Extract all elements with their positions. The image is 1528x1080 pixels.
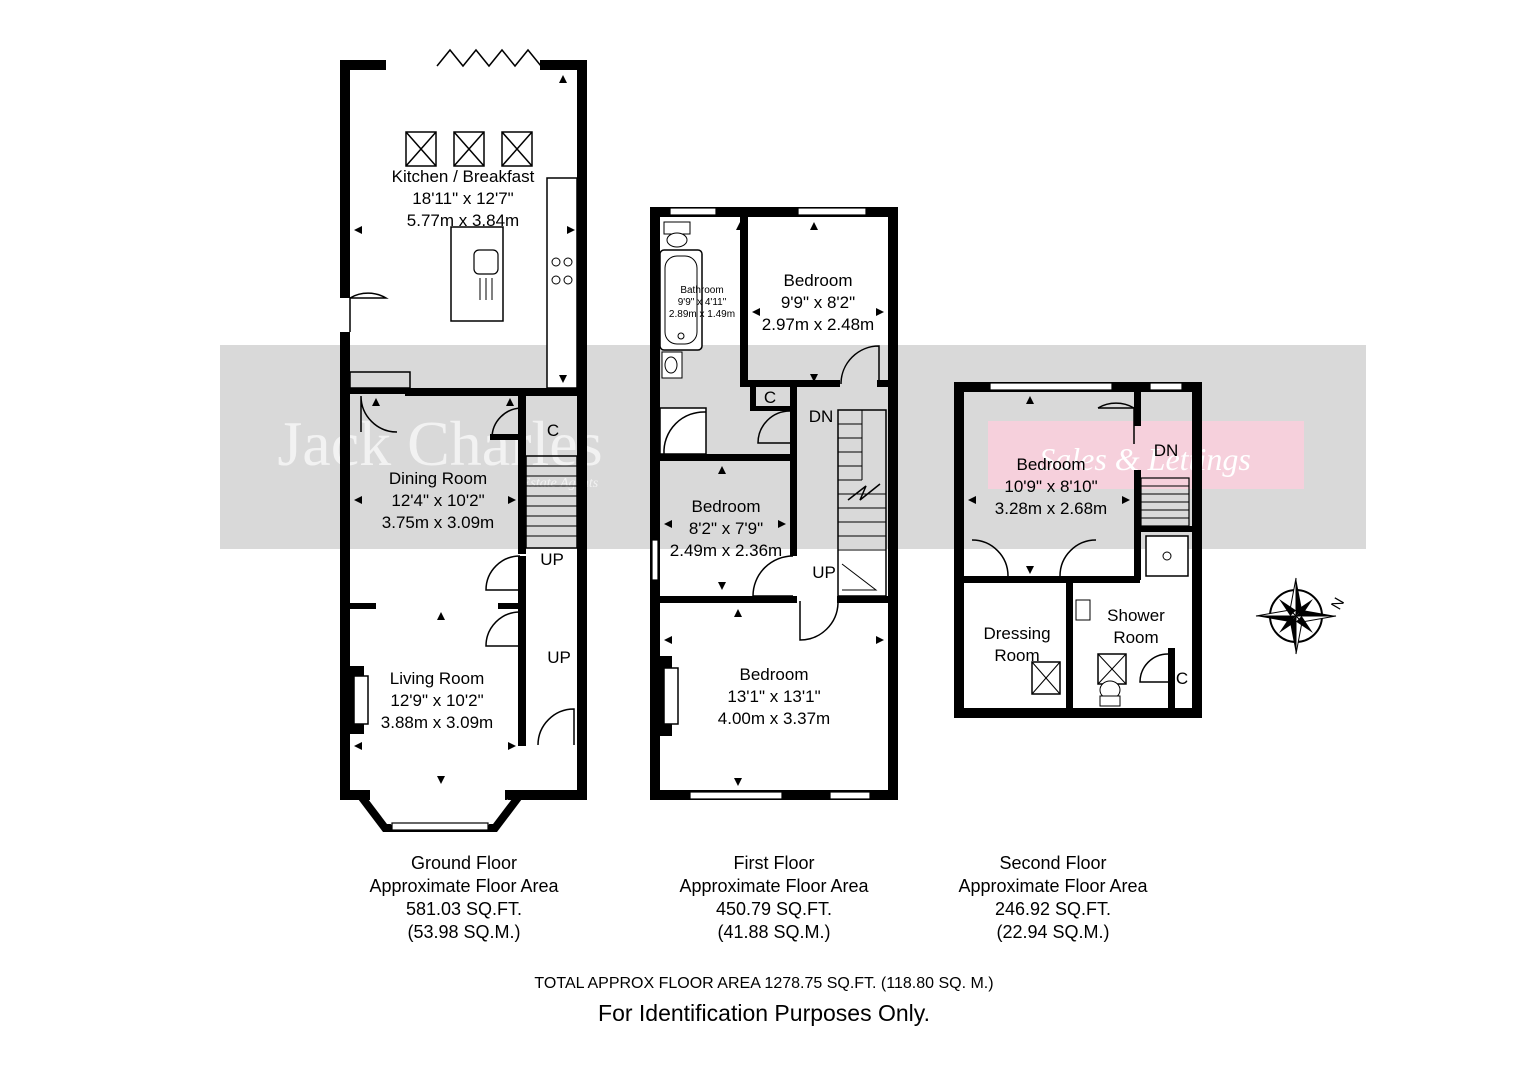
dressing-line2: Room xyxy=(994,646,1039,665)
disclaimer: For Identification Purposes Only. xyxy=(598,1000,930,1026)
compass-icon xyxy=(1255,577,1337,655)
second-stairs-down: DN xyxy=(1154,441,1179,460)
dining-metric: 3.75m x 3.09m xyxy=(382,513,494,532)
floor-area-sqft: 581.03 SQ.FT. xyxy=(405,899,523,919)
shower-line2: Room xyxy=(1113,628,1158,647)
first-floor-area: First Floor Approximate Floor Area 450.7… xyxy=(624,852,924,944)
ground-floor-area: Ground Floor Approximate Floor Area 581.… xyxy=(314,852,614,944)
north-label: N xyxy=(1328,595,1348,613)
bedroom-ff-rear-name: Bedroom xyxy=(784,271,853,290)
floor-name: Ground Floor xyxy=(410,853,518,873)
second-floor-plan xyxy=(954,382,1202,718)
bedroom-sf-metric: 3.28m x 2.68m xyxy=(995,499,1107,518)
floor-name: Second Floor xyxy=(999,853,1107,873)
bathroom-metric: 2.89m x 1.49m xyxy=(669,309,735,320)
bedroom-ff-small-name: Bedroom xyxy=(692,497,761,516)
ground-cupboard-marker: C xyxy=(547,421,559,440)
second-cupboard-marker: C xyxy=(1176,669,1188,688)
kitchen-name: Kitchen / Breakfast xyxy=(392,167,535,186)
floor-area-sqm: (53.98 SQ.M.) xyxy=(407,922,521,942)
floor-name: First Floor xyxy=(733,853,815,873)
watermark-badge-text: Sales & Lettings xyxy=(1039,441,1251,477)
floor-area-label: Approximate Floor Area xyxy=(369,876,559,896)
floor-area-label: Approximate Floor Area xyxy=(679,876,869,896)
dressing-line1: Dressing xyxy=(983,624,1050,643)
kitchen-metric: 5.77m x 3.84m xyxy=(407,211,519,230)
dining-imperial: 12'4" x 10'2" xyxy=(391,491,484,510)
bedroom-ff-small-metric: 2.49m x 2.36m xyxy=(670,541,782,560)
floor-area-sqm: (22.94 SQ.M.) xyxy=(996,922,1110,942)
bathroom-name: Bathroom xyxy=(680,285,723,296)
bedroom-ff-front-metric: 4.00m x 3.37m xyxy=(718,709,830,728)
dining-name: Dining Room xyxy=(389,469,487,488)
kitchen-imperial: 18'11" x 12'7" xyxy=(412,189,513,208)
ground-stairs-up-1: UP xyxy=(540,550,564,569)
floor-area-sqft: 450.79 SQ.FT. xyxy=(715,899,833,919)
bedroom-sf-name: Bedroom xyxy=(1017,455,1086,474)
living-metric: 3.88m x 3.09m xyxy=(381,713,493,732)
first-floor-plan xyxy=(650,207,898,800)
shower-line1: Shower xyxy=(1107,606,1165,625)
ground-floor-plan xyxy=(338,48,587,832)
bedroom-ff-rear-imperial: 9'9" x 8'2" xyxy=(781,293,855,312)
ground-stairs-up-2: UP xyxy=(547,648,571,667)
bedroom-ff-rear-metric: 2.97m x 2.48m xyxy=(762,315,874,334)
watermark-brand: Jack Charles xyxy=(277,408,602,479)
total-floor-area: TOTAL APPROX FLOOR AREA 1278.75 SQ.FT. (… xyxy=(534,975,994,992)
first-cupboard-marker: C xyxy=(764,388,776,407)
living-imperial: 12'9" x 10'2" xyxy=(390,691,483,710)
bedroom-ff-front-imperial: 13'1" x 13'1" xyxy=(727,687,820,706)
bedroom-ff-front-name: Bedroom xyxy=(740,665,809,684)
first-stairs-down: DN xyxy=(809,407,834,426)
second-floor-area: Second Floor Approximate Floor Area 246.… xyxy=(903,852,1203,944)
bathroom-imperial: 9'9" x 4'11" xyxy=(678,297,727,308)
floor-area-sqft: 246.92 SQ.FT. xyxy=(994,899,1112,919)
floor-area-label: Approximate Floor Area xyxy=(958,876,1148,896)
first-stairs-up: UP xyxy=(812,563,836,582)
bedroom-sf-imperial: 10'9" x 8'10" xyxy=(1004,477,1097,496)
floor-area-sqm: (41.88 SQ.M.) xyxy=(717,922,831,942)
bedroom-ff-small-imperial: 8'2" x 7'9" xyxy=(689,519,763,538)
watermark-tagline: Estate Agents xyxy=(521,476,599,491)
living-name: Living Room xyxy=(390,669,485,688)
